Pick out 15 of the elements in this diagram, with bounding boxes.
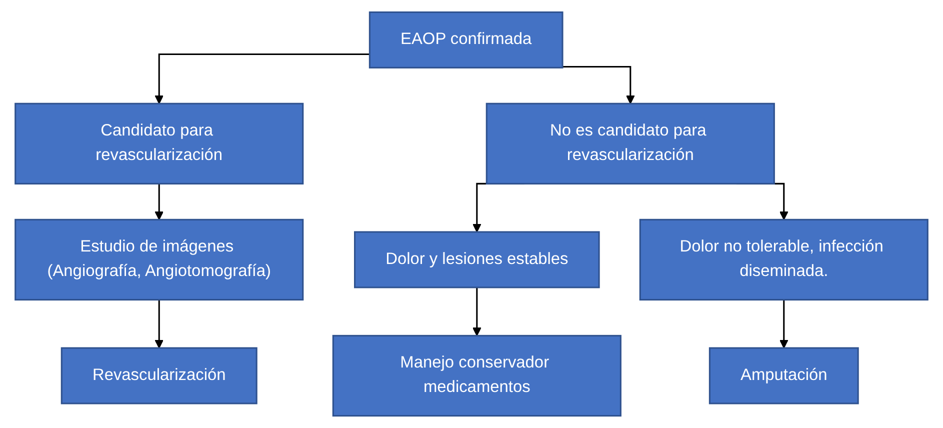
node-box: Amputación: [708, 347, 859, 404]
arrow: [154, 182, 164, 220]
node-box: Estudio de imágenes (Angiografía, Angiotomografía): [14, 218, 304, 301]
arrow: [562, 66, 635, 104]
arrow: [154, 298, 164, 348]
node-box: No es candidato para revascularización: [486, 102, 775, 184]
arrow: [779, 298, 788, 348]
node-box: EAOP confirmada: [368, 11, 564, 68]
node-box: Candidato para revascularización: [14, 102, 304, 184]
node-box: Dolor no tolerable, infección diseminada.: [639, 218, 928, 301]
node-box: Dolor y lesiones estables: [354, 231, 600, 288]
arrow: [154, 54, 370, 104]
node-box: Manejo conservador medicamentos: [332, 334, 622, 417]
node-box: Revascularización: [60, 347, 258, 404]
arrow: [472, 286, 482, 336]
